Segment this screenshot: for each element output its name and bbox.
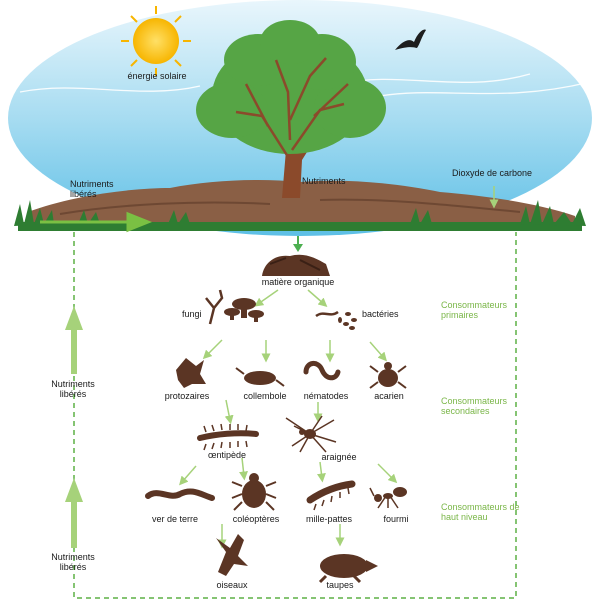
mole-icon bbox=[318, 554, 378, 584]
beetles-label: coléoptères bbox=[232, 514, 280, 524]
solar-energy-label: énergie solaire bbox=[127, 71, 187, 81]
bacteria-label: bactéries bbox=[362, 309, 399, 319]
nutrients-released-mid-label: Nutriments libérés bbox=[51, 379, 95, 399]
beetle-icon bbox=[231, 473, 277, 511]
millipede-icon bbox=[306, 480, 356, 511]
soil-mound bbox=[28, 180, 575, 228]
flying-bird-icon bbox=[395, 29, 426, 50]
ant-icon bbox=[369, 487, 407, 509]
springtail-icon bbox=[235, 367, 285, 387]
fungi-label: fungi bbox=[182, 309, 202, 319]
secondary-consumers-label: Consommateurs secondaires bbox=[441, 396, 508, 416]
spider-icon bbox=[285, 415, 337, 453]
millipede-label: mille-pattes bbox=[305, 514, 353, 524]
nutrient-flow-arrow bbox=[40, 211, 153, 233]
tree-icon bbox=[196, 20, 386, 198]
nutrients-released-top-label: Nutriments libérés bbox=[70, 179, 114, 199]
primary-consumers-label: Consommateurs primaires bbox=[441, 300, 508, 320]
mite-label: acarien bbox=[374, 391, 404, 401]
grass-strip bbox=[18, 222, 582, 231]
tree-to-organic-arrow bbox=[293, 244, 303, 252]
nematodes-icon bbox=[303, 361, 341, 381]
nutrients-tree-label: Nutriments bbox=[302, 176, 346, 186]
bacteria-icon bbox=[315, 310, 357, 330]
earthworm-icon bbox=[145, 488, 215, 501]
food-web-arrows bbox=[179, 289, 398, 549]
moles-label: taupes bbox=[326, 580, 354, 590]
nutrient-cycle-loop bbox=[73, 232, 517, 599]
centipede-label: œntipède bbox=[207, 450, 247, 460]
co2-label: Dioxyde de carbone bbox=[452, 168, 533, 178]
released-arrows bbox=[65, 306, 83, 548]
springtail-label: collembole bbox=[243, 391, 287, 401]
nutrients-released-bottom-label: Nutriments libérés bbox=[51, 552, 95, 572]
high-level-consumers-label: Consommateurs de haut niveau bbox=[441, 502, 520, 522]
protozoa-icon bbox=[176, 358, 206, 388]
fungi-icon bbox=[205, 289, 264, 325]
centipede-icon bbox=[197, 423, 259, 451]
earthworm-label: ver de terre bbox=[151, 514, 199, 524]
ant-label: fourmi bbox=[383, 514, 409, 524]
birds-label: oiseaux bbox=[216, 580, 248, 590]
mite-icon bbox=[369, 362, 407, 389]
organic-matter-icon bbox=[262, 254, 330, 276]
bird-icon bbox=[216, 534, 248, 576]
protozoa-label: protozaires bbox=[164, 391, 210, 401]
spider-label: araignée bbox=[321, 452, 357, 462]
sun-icon bbox=[121, 6, 191, 76]
nematodes-label: nématodes bbox=[303, 391, 349, 401]
organic-matter-label: matière organique bbox=[261, 277, 335, 287]
